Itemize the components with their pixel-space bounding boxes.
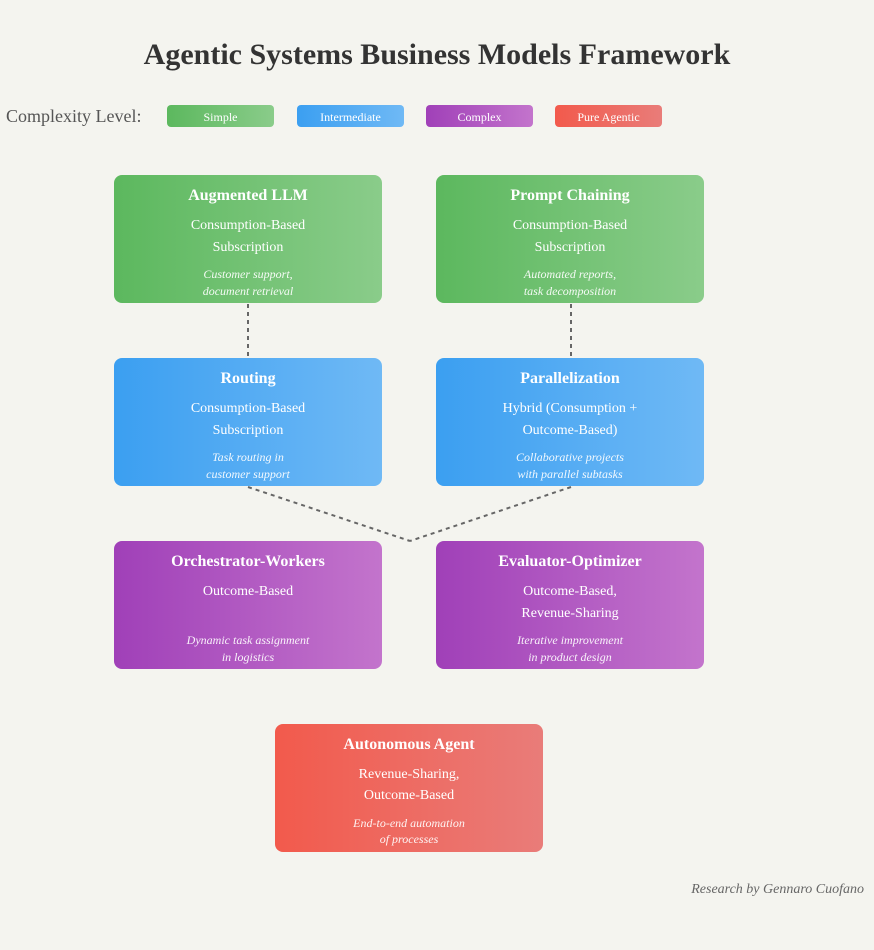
use-case-line: Customer support, [203, 267, 293, 281]
business-model: Consumption-Based Subscription [124, 215, 372, 259]
card-evaluator-optimizer: Evaluator-Optimizer Outcome-Based, Reven… [436, 541, 704, 669]
card-routing: Routing Consumption-Based Subscription T… [114, 358, 382, 486]
card-title: Evaluator-Optimizer [498, 553, 642, 570]
business-model-line: Subscription [534, 240, 606, 255]
use-case-line: End-to-end automation [353, 816, 465, 830]
connector-routing-merge [247, 486, 411, 542]
business-model: Revenue-Sharing, Outcome-Based [285, 764, 533, 806]
business-model-line: Consumption-Based [512, 218, 628, 233]
card-title: Routing [220, 370, 276, 387]
use-case-example: Customer support, document retrieval [124, 266, 372, 300]
use-case-line: in logistics [221, 650, 275, 664]
use-case-example: Iterative improvement in product design [446, 632, 694, 666]
use-case-line: with parallel subtasks [517, 467, 623, 481]
card-parallelization: Parallelization Hybrid (Consumption + Ou… [436, 358, 704, 486]
card-orchestrator-workers: Orchestrator-Workers Outcome-Based Dynam… [114, 541, 382, 669]
business-model-line: Outcome-Based, [523, 584, 617, 599]
use-case-line: customer support [206, 467, 290, 481]
use-case-line: of processes [379, 832, 439, 846]
business-model-line: Consumption-Based [190, 401, 306, 416]
business-model-line: Outcome-Based) [522, 423, 618, 438]
business-model: Consumption-Based Subscription [446, 215, 694, 259]
business-model-line: Subscription [212, 240, 284, 255]
card-title: Parallelization [520, 370, 620, 387]
legend-label: Complexity Level: [6, 106, 142, 126]
business-model-line: Outcome-Based [363, 788, 455, 803]
use-case-line: Collaborative projects [516, 450, 624, 464]
business-model-line: Hybrid (Consumption + [502, 401, 638, 416]
business-model-line: Revenue-Sharing [521, 606, 619, 621]
card-title: Autonomous Agent [343, 736, 475, 753]
research-credit: Research by Gennaro Cuofano [691, 882, 864, 897]
business-model: Outcome-Based, Revenue-Sharing [446, 581, 694, 625]
use-case-line: task decomposition [523, 284, 617, 298]
business-model-line: Revenue-Sharing, [358, 767, 460, 782]
card-autonomous-agent: Autonomous Agent Revenue-Sharing, Outcom… [275, 724, 543, 852]
use-case-example: Collaborative projects with parallel sub… [446, 449, 694, 483]
use-case-line: Dynamic task assignment [186, 633, 310, 647]
use-case-line: in product design [528, 650, 612, 664]
legend-chip-intermediate: Intermediate [297, 105, 404, 127]
card-title: Prompt Chaining [510, 187, 630, 204]
business-model: Consumption-Based Subscription [124, 398, 372, 442]
legend-chip-simple: Simple [167, 105, 274, 127]
use-case-example: Task routing in customer support [124, 449, 372, 483]
use-case-line: Task routing in [212, 450, 284, 464]
connector-parallelization-merge [409, 486, 572, 542]
business-model-line: Consumption-Based [190, 218, 306, 233]
card-title: Augmented LLM [188, 187, 308, 204]
use-case-line: Iterative improvement [517, 633, 623, 647]
use-case-line: Automated reports, [523, 267, 617, 281]
use-case-example: Dynamic task assignment in logistics [124, 632, 372, 666]
card-prompt-chaining: Prompt Chaining Consumption-Based Subscr… [436, 175, 704, 303]
legend-chip-pure-agentic: Pure Agentic [555, 105, 662, 127]
legend-chip-complex: Complex [426, 105, 533, 127]
use-case-line: document retrieval [202, 284, 294, 298]
card-title: Orchestrator-Workers [171, 553, 325, 570]
business-model: Outcome-Based [124, 581, 372, 603]
business-model: Hybrid (Consumption + Outcome-Based) [446, 398, 694, 442]
card-augmented-llm: Augmented LLM Consumption-Based Subscrip… [114, 175, 382, 303]
diagram-title: Agentic Systems Business Models Framewor… [143, 38, 731, 71]
business-model-line: Subscription [212, 423, 284, 438]
use-case-example: Automated reports, task decomposition [446, 266, 694, 300]
use-case-example: End-to-end automation of processes [285, 815, 533, 847]
business-model-line: Outcome-Based [202, 584, 294, 599]
